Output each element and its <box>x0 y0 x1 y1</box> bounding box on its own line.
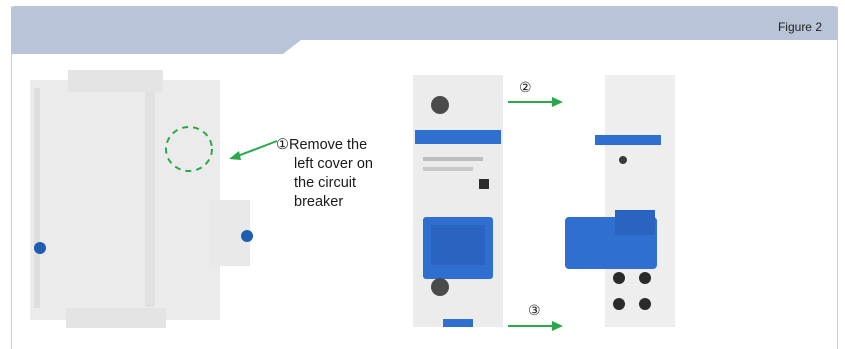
figure-header: Figure 2 <box>11 6 838 40</box>
callout-line-2: left cover on <box>276 155 396 174</box>
step-3-label: ③ <box>528 302 541 319</box>
step-3-arrow-icon <box>508 320 563 332</box>
figure-label: Figure 2 <box>778 20 822 34</box>
breaker-side-photo <box>20 70 265 330</box>
step-2-label: ② <box>519 79 532 96</box>
header-tab-shape <box>11 40 838 54</box>
callout-line-3: the circuit <box>276 174 396 193</box>
breaker-opened-photo <box>565 75 675 327</box>
step-2-arrow-icon <box>508 96 563 108</box>
callout-number: ① <box>276 137 289 153</box>
callout-line-1: Remove the <box>289 137 367 153</box>
callout-line-4: breaker <box>276 193 396 212</box>
breaker-front-photo <box>413 75 503 327</box>
